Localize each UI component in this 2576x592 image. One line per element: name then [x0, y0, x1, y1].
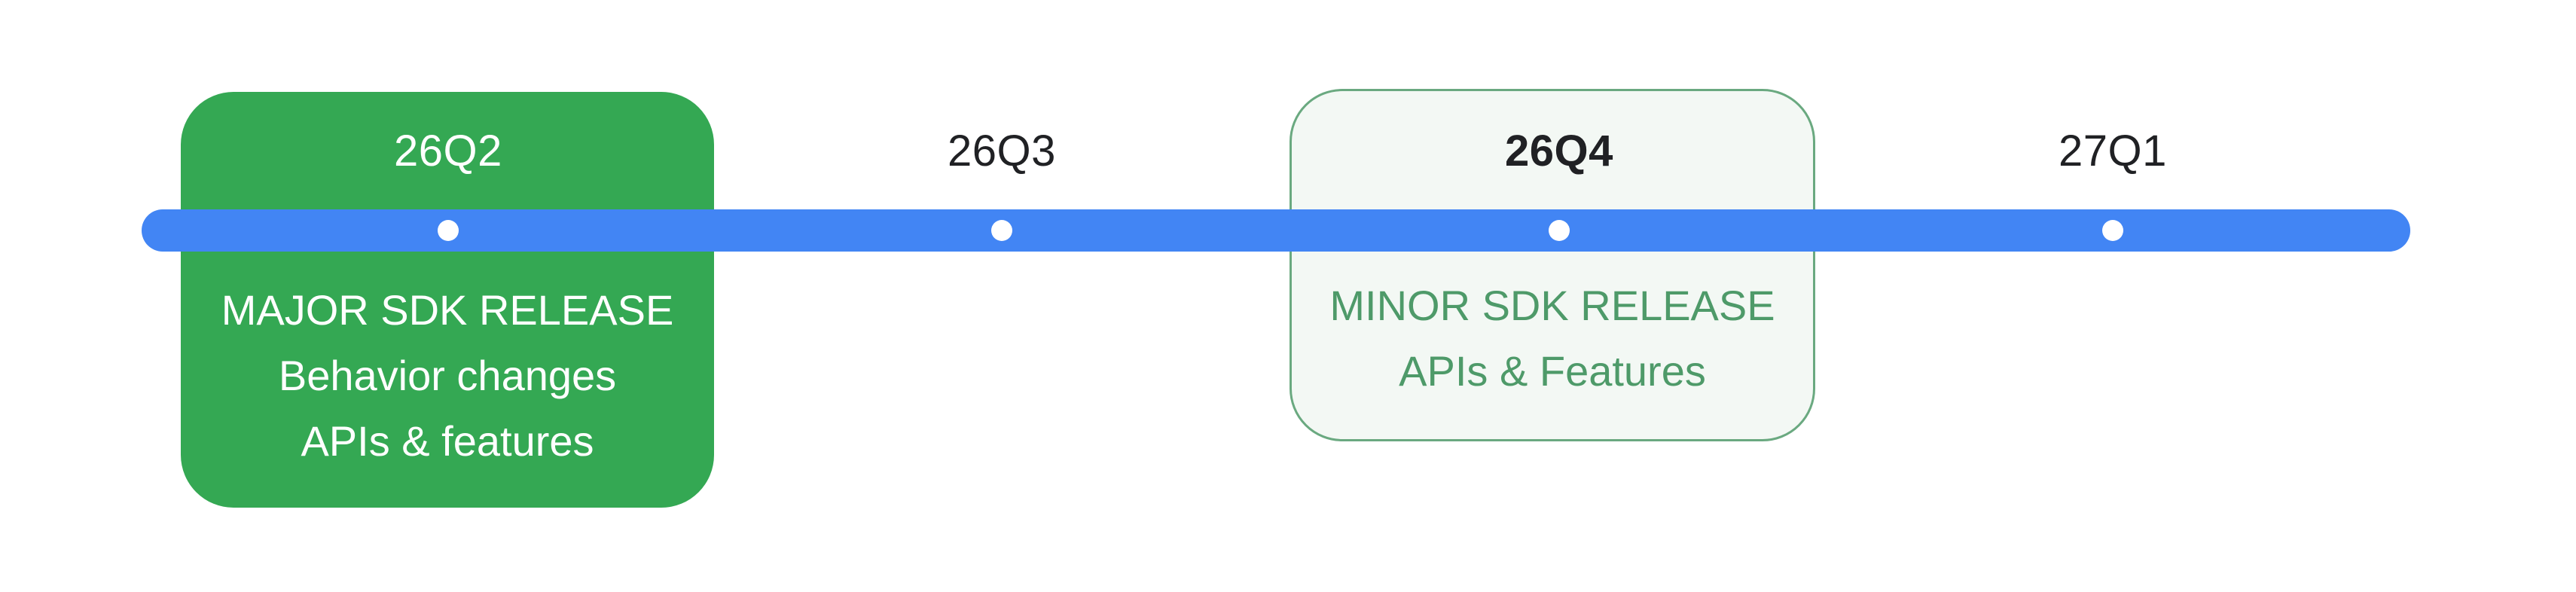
major-release-line-behavior: Behavior changes	[278, 352, 617, 399]
minor-release-box	[1290, 89, 1815, 441]
quarter-label-26q2: 26Q2	[394, 127, 502, 175]
timeline-dot-26q4	[1549, 220, 1570, 241]
timeline-dot-26q2	[438, 220, 459, 241]
minor-release-title: MINOR SDK RELEASE	[1329, 282, 1775, 329]
major-release-title: MAJOR SDK RELEASE	[221, 286, 674, 334]
quarter-label-26q3: 26Q3	[948, 127, 1056, 175]
minor-release-text: MINOR SDK RELEASE APIs & Features	[1290, 273, 1815, 404]
minor-release-line-apis: APIs & Features	[1399, 347, 1706, 395]
major-release-text: MAJOR SDK RELEASE Behavior changes APIs …	[181, 277, 714, 474]
major-release-box	[181, 92, 714, 508]
timeline-bar	[142, 209, 2410, 252]
quarter-label-27q1: 27Q1	[2059, 127, 2167, 175]
quarter-label-26q4: 26Q4	[1505, 127, 1613, 175]
major-release-line-apis: APIs & features	[301, 417, 594, 465]
timeline-dot-27q1	[2102, 220, 2123, 241]
timeline-dot-26q3	[991, 220, 1012, 241]
